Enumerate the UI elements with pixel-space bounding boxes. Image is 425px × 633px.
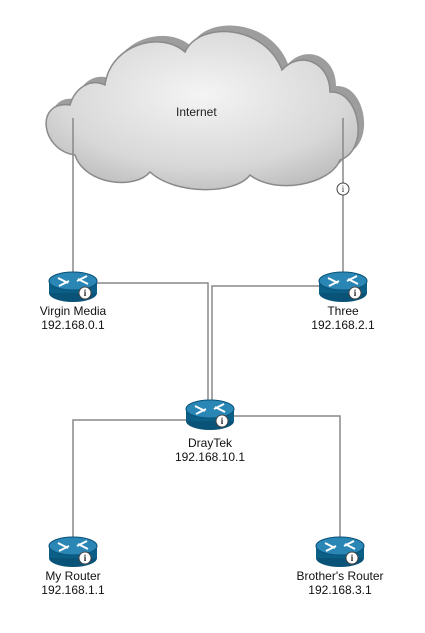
link-virgin-draytek [73,282,209,410]
node-label-virgin: Virgin Media 192.168.0.1 [13,304,133,332]
node-label-myrouter: My Router 192.168.1.1 [13,569,133,597]
link-draytek-myrouter [72,419,208,550]
node-ip: 192.168.0.1 [41,318,105,332]
network-links [72,118,344,550]
node-ip: 192.168.10.1 [174,450,246,464]
router-icon-myrouter[interactable] [48,536,98,568]
node-ip: 192.168.1.1 [41,583,105,597]
node-label-brother: Brother's Router 192.168.3.1 [270,569,410,597]
link-info-icon[interactable]: i [336,182,350,196]
router-icon-virgin[interactable] [48,271,98,303]
link-three-draytek [211,285,343,410]
svg-text:i: i [342,184,345,194]
router-icon-brother[interactable] [315,536,365,568]
node-name: DrayTek [187,436,232,450]
node-ip: 192.168.3.1 [308,583,372,597]
internet-cloud [45,25,365,191]
router-icon-draytek[interactable] [185,399,235,431]
node-name: My Router [45,569,101,583]
link-draytek-brother [212,415,341,550]
node-label-three: Three 192.168.2.1 [283,304,403,332]
cloud-label: Internet [176,105,217,119]
node-name: Three [327,304,359,318]
node-label-draytek: DrayTek 192.168.10.1 [150,436,270,464]
node-name: Brother's Router [296,569,384,583]
router-icon-three[interactable] [318,271,368,303]
node-ip: 192.168.2.1 [311,318,375,332]
node-name: Virgin Media [39,304,107,318]
